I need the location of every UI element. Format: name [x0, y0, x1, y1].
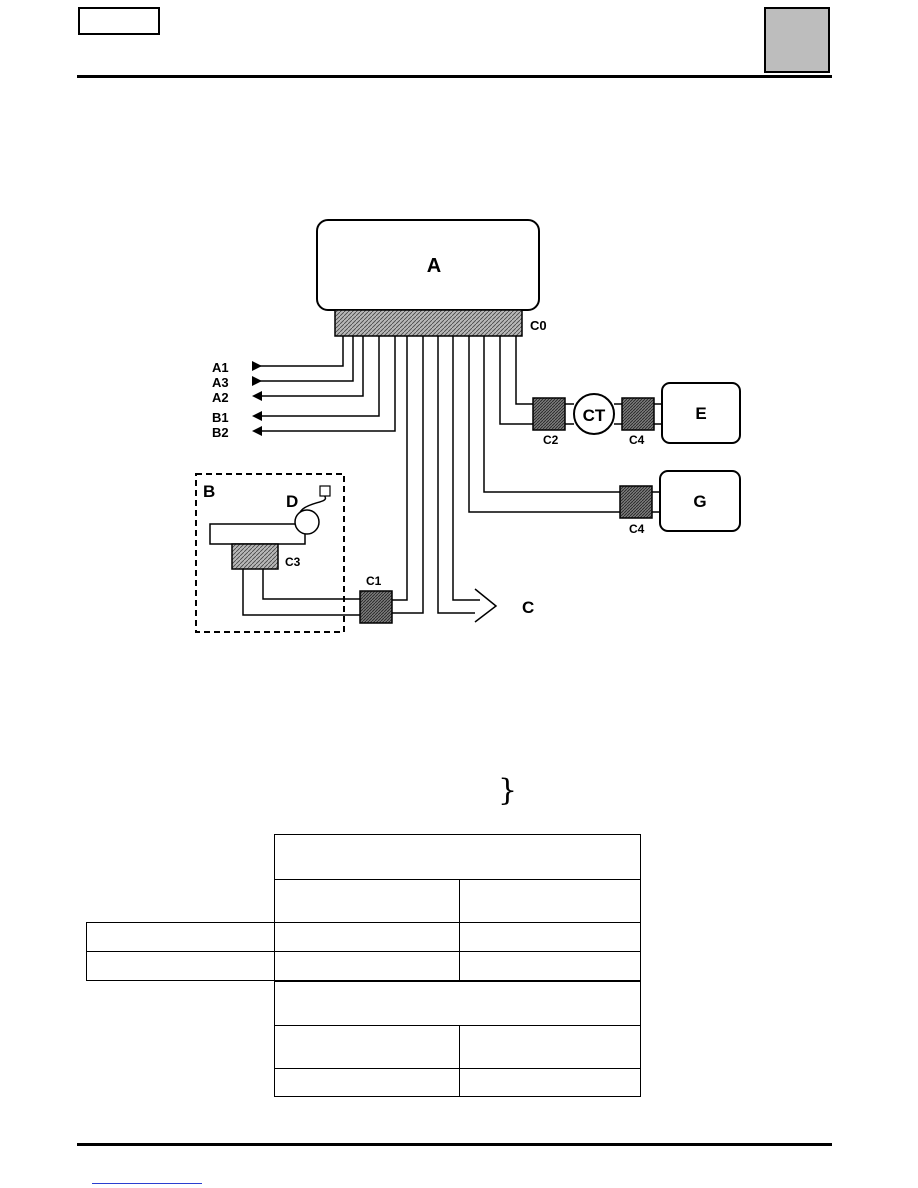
connector-c0 — [334, 309, 523, 337]
spec-table-rows — [86, 922, 641, 981]
table-cell — [459, 879, 641, 923]
table-cell — [274, 951, 460, 981]
header-box — [78, 7, 160, 35]
connector-c4-top — [621, 397, 655, 431]
table-row — [274, 981, 641, 1026]
module-b-label: B — [203, 482, 215, 501]
spec-table-lower — [274, 981, 641, 1097]
part-d-coil — [294, 509, 320, 535]
part-d-label: D — [286, 492, 298, 511]
table-cell — [274, 981, 641, 1026]
table-cell — [459, 951, 641, 981]
table-row — [274, 1068, 641, 1097]
output-c-label: C — [522, 598, 534, 617]
table-cell — [274, 1025, 460, 1069]
table-cell — [86, 951, 275, 981]
unit-e — [661, 382, 741, 444]
footer-rule — [77, 1143, 832, 1146]
part-d-body — [209, 523, 306, 545]
connector-c3-label: C3 — [285, 555, 301, 569]
table-row — [86, 922, 641, 952]
corner-tab — [764, 7, 830, 73]
table-cell — [274, 1068, 460, 1097]
wire-a3-label: A3 — [212, 375, 229, 390]
connector-c4-top-label: C4 — [629, 433, 645, 447]
footer-link[interactable] — [92, 1183, 202, 1184]
unit-g-label: G — [693, 492, 706, 511]
table-row — [274, 879, 641, 923]
unit-g — [659, 470, 741, 532]
connector-c1-label: C1 — [366, 574, 382, 588]
module-b-boundary — [195, 473, 345, 633]
connector-c2 — [532, 397, 566, 431]
table-row — [274, 834, 641, 880]
table-cell — [86, 922, 275, 952]
connector-c1 — [359, 590, 393, 624]
table-row — [86, 951, 641, 981]
table-cell — [274, 834, 641, 880]
table-row — [274, 1025, 641, 1069]
table-cell — [274, 879, 460, 923]
spec-table-upper — [274, 834, 641, 923]
connector-c3 — [231, 543, 279, 570]
connector-c4-bottom-label: C4 — [629, 522, 645, 536]
output-c-arrow — [474, 588, 498, 623]
table-cell — [274, 922, 460, 952]
wire-a1-label: A1 — [212, 360, 229, 375]
coil-ct — [573, 393, 615, 435]
connector-c2-label: C2 — [543, 433, 559, 447]
table-cell — [459, 1068, 641, 1097]
header-rule — [77, 75, 832, 78]
table-cell — [459, 922, 641, 952]
connector-c4-bottom — [619, 485, 653, 519]
brace-symbol: } — [498, 773, 518, 808]
wire-b2-label: B2 — [212, 425, 229, 440]
table-cell — [459, 1025, 641, 1069]
connector-c0-label: C0 — [530, 318, 547, 333]
part-d-terminal — [319, 485, 331, 497]
wire-b1-label: B1 — [212, 410, 229, 425]
coil-ct-label: CT — [583, 406, 606, 425]
wire-a2-label: A2 — [212, 390, 229, 405]
ecu-label: A — [427, 255, 441, 277]
unit-e-label: E — [695, 404, 706, 423]
